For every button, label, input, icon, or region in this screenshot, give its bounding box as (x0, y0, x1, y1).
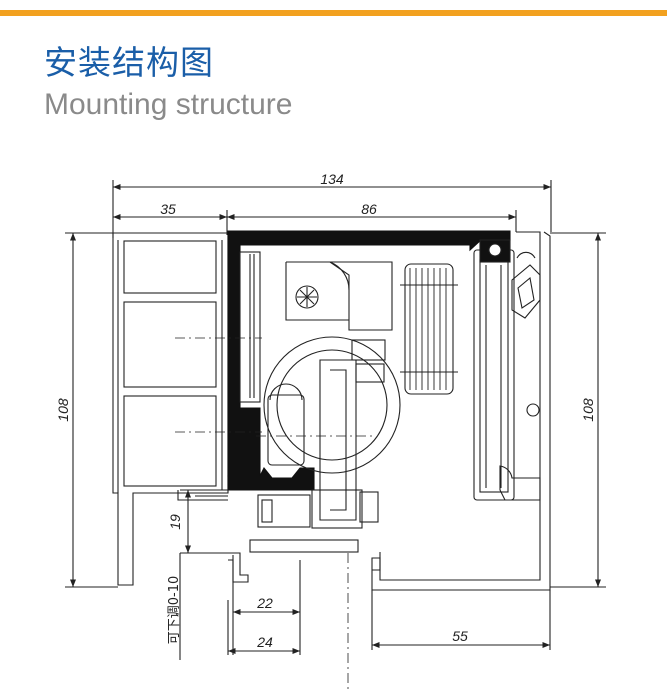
page-title-en: Mounting structure (44, 88, 293, 121)
dim-86: 86 (361, 201, 377, 217)
dark-u-profile (227, 230, 511, 491)
accent-bar (0, 10, 667, 16)
dim-134: 134 (320, 171, 344, 187)
page-title-cn: 安装结构图 (44, 43, 214, 82)
right-frame-profile (371, 231, 551, 591)
center-lines (175, 337, 372, 690)
adjust-label: 可下调0-10 (167, 576, 182, 645)
dim-55: 55 (452, 628, 468, 644)
motor-mechanism (249, 261, 458, 553)
dim-108-left: 108 (55, 398, 71, 422)
dim-24: 24 (256, 634, 273, 650)
dim-19: 19 (167, 514, 183, 530)
bottom-hooks (228, 552, 381, 583)
dim-35: 35 (160, 201, 176, 217)
left-frame-profile (112, 232, 229, 586)
dimension-lines (65, 180, 606, 660)
dim-22: 22 (256, 595, 273, 611)
dim-108-right: 108 (580, 398, 596, 422)
